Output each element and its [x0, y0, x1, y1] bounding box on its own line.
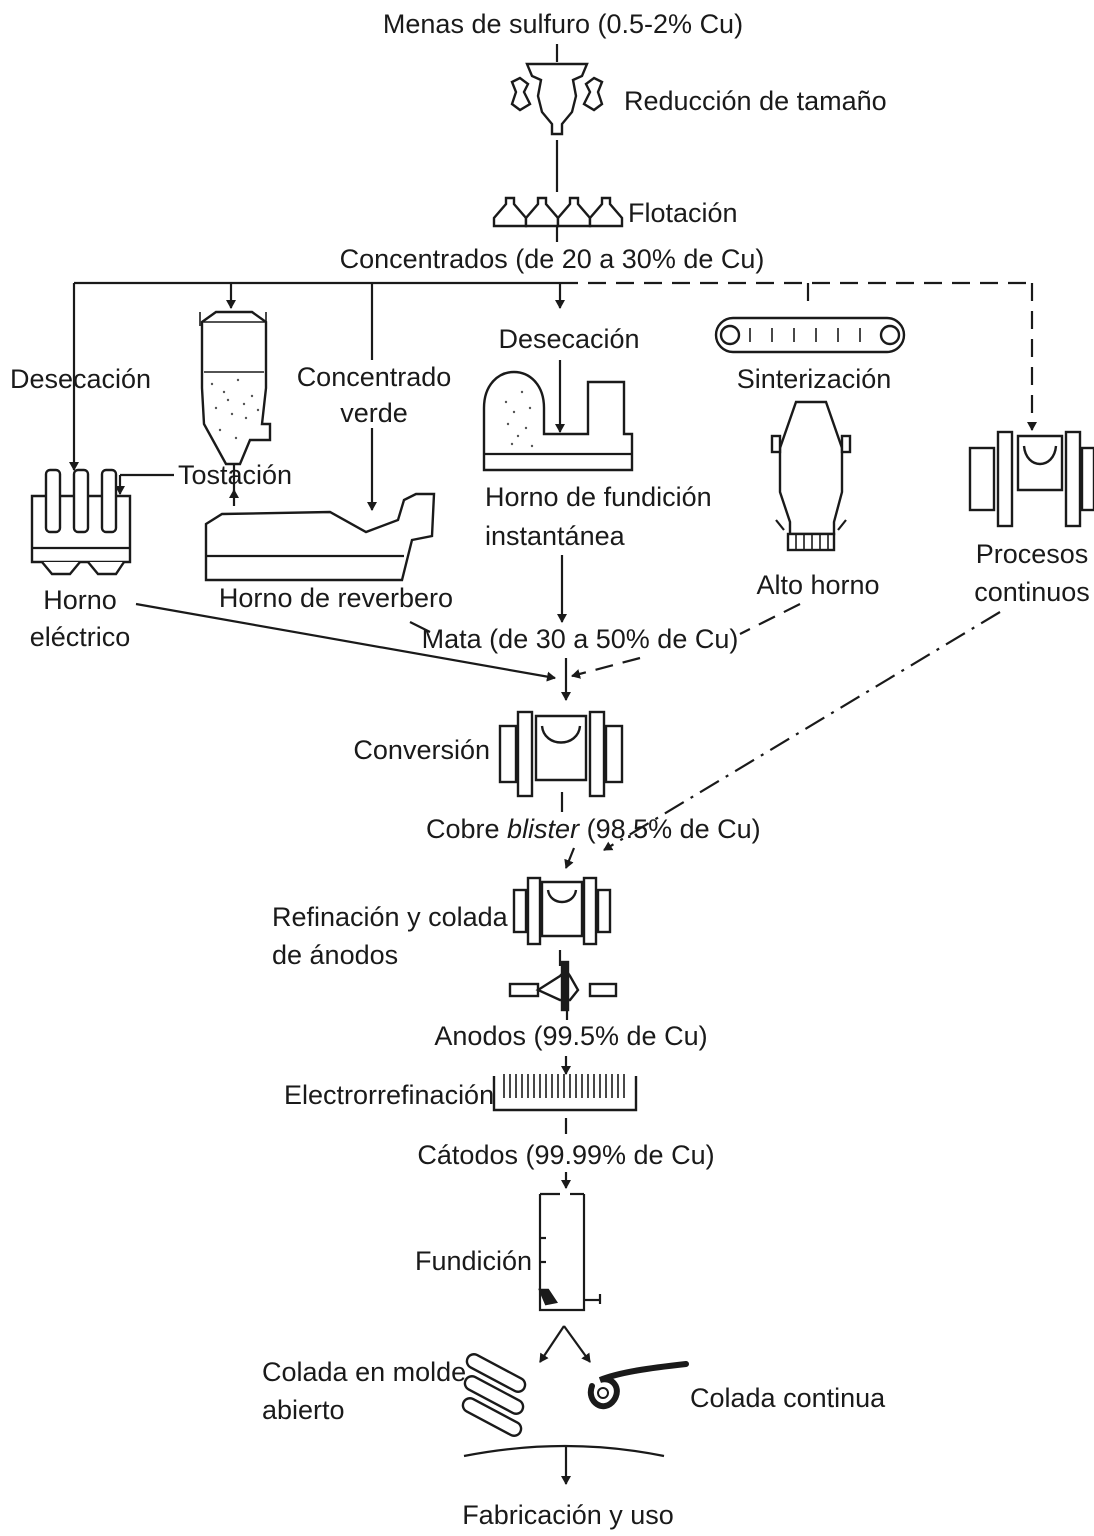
sintering-label: Sinterización — [737, 364, 892, 394]
refining-label-1: Refinación y colada — [272, 902, 509, 932]
flash-smelting-label-1: Horno de fundición — [485, 482, 712, 512]
melting-label: Fundición — [415, 1246, 532, 1276]
conversion-label: Conversión — [353, 735, 490, 765]
fabrication-label: Fabricación y uso — [462, 1500, 674, 1530]
blister-prefix: Cobre — [426, 814, 507, 844]
blister-word: blister — [507, 814, 580, 844]
flash-smelting-label-2: instantánea — [485, 521, 626, 551]
electric-furnace-label-1: Horno — [43, 585, 117, 615]
blast-furnace-label: Alto horno — [756, 570, 879, 600]
reverberatory-furnace-label: Horno de reverbero — [219, 583, 453, 613]
flash-smelter-icon — [482, 371, 634, 472]
matte-label: Mata (de 30 a 50% de Cu) — [422, 624, 739, 654]
flotation-cells-icon — [492, 196, 624, 228]
drying-mid-label: Desecación — [498, 324, 639, 354]
cathodes-label: Cátodos (99.99% de Cu) — [417, 1140, 714, 1170]
electric-furnace-label-2: eléctrico — [30, 622, 131, 652]
converter-icon — [498, 710, 624, 798]
electrorefining-label: Electrorrefinación — [284, 1080, 494, 1110]
electric-furnace-icon — [30, 468, 132, 576]
blast-furnace-icon — [770, 400, 852, 552]
open-mold-label-1: Colada en molde — [262, 1357, 466, 1387]
anodes-label: Anodos (99.5% de Cu) — [434, 1021, 707, 1051]
continuous-processes-label-2: continuos — [974, 577, 1090, 607]
flow-lines — [69, 44, 1037, 1485]
anode-casting-icon — [508, 960, 618, 1012]
green-concentrate-label-2: verde — [340, 398, 408, 428]
green-concentrate-label-1: Concentrado — [297, 362, 452, 392]
size-reduction-label: Reducción de tamaño — [624, 86, 887, 116]
drying-left-label: Desecación — [10, 364, 151, 394]
ore-label: Menas de sulfuro (0.5-2% Cu) — [383, 9, 743, 39]
continuous-casting-label: Colada continua — [690, 1383, 886, 1413]
sintering-belt-icon — [714, 316, 906, 354]
reverberatory-furnace-icon — [204, 492, 436, 582]
open-mold-ingots-icon — [461, 1353, 527, 1437]
flotation-label: Flotación — [628, 198, 738, 228]
melting-shaft-icon — [538, 1192, 602, 1312]
roaster-icon — [199, 310, 272, 466]
blister-suffix: (98.5% de Cu) — [579, 814, 761, 844]
refining-furnace-icon — [512, 876, 612, 946]
concentrates-label: Concentrados (de 20 a 30% de Cu) — [340, 244, 765, 274]
continuous-process-icon — [968, 430, 1094, 528]
continuous-processes-label-1: Procesos — [976, 539, 1089, 569]
open-mold-label-2: abierto — [262, 1395, 345, 1425]
continuous-casting-coil-icon — [587, 1361, 689, 1409]
blister-copper-label: Cobre blister (98.5% de Cu) — [426, 814, 761, 844]
refining-label-2: de ánodos — [272, 940, 398, 970]
crusher-icon — [510, 62, 604, 136]
electrolytic-cell-icon — [492, 1074, 638, 1112]
